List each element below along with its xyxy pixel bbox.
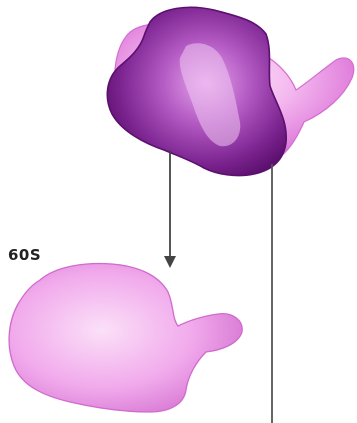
label-60s: 60S (8, 246, 41, 264)
arrow-to-60s-head (164, 256, 176, 268)
subunit-60s-shape (9, 264, 242, 412)
